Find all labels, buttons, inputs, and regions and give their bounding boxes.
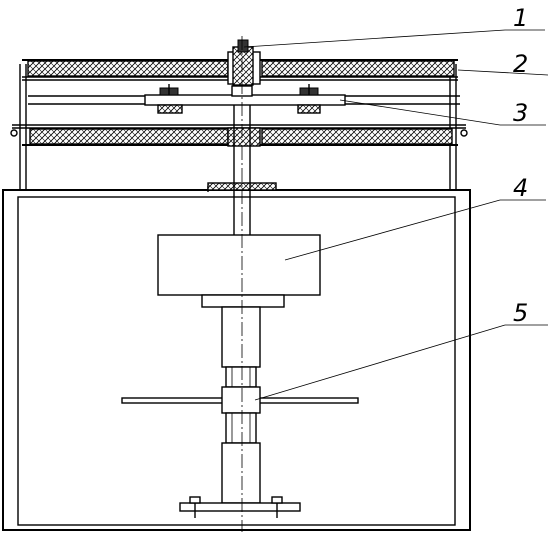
base-flange bbox=[179, 496, 301, 518]
callout-1: 1 bbox=[513, 4, 528, 32]
callout-2: 2 bbox=[513, 50, 528, 78]
callout-3: 3 bbox=[513, 99, 528, 127]
top-shaft-coupling bbox=[227, 39, 261, 147]
vertical-shaft bbox=[233, 105, 251, 235]
lower-heater-panel bbox=[10, 124, 468, 146]
leader-lines bbox=[243, 29, 549, 401]
callout-5: 5 bbox=[513, 299, 528, 327]
lower-shaft bbox=[121, 306, 359, 504]
callout-4: 4 bbox=[513, 174, 528, 202]
motor-housing bbox=[157, 234, 321, 308]
